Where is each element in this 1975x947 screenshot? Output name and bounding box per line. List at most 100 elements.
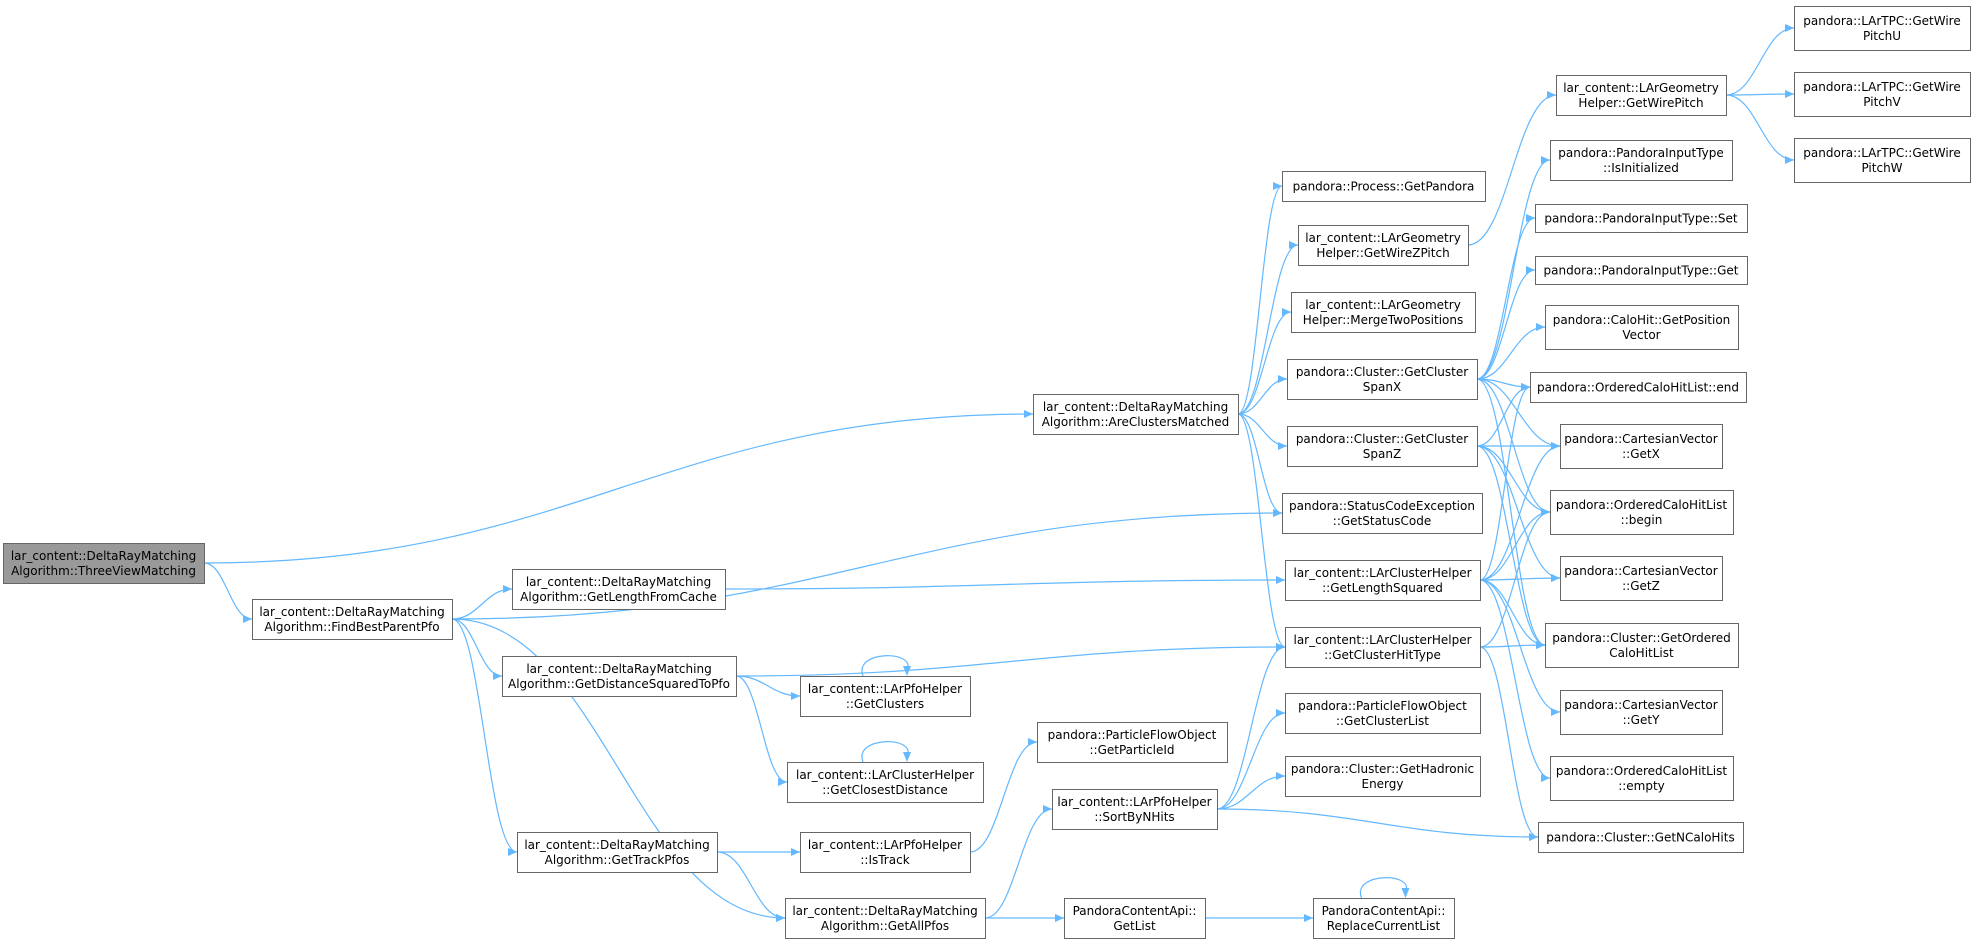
node-label: lar_content::DeltaRayMatching <box>526 662 711 676</box>
graph-node-lencache[interactable]: lar_content::DeltaRayMatchingAlgorithm::… <box>512 569 726 610</box>
call-edge <box>735 675 801 697</box>
graph-node-getpandora[interactable]: pandora::Process::GetPandora <box>1282 171 1486 202</box>
edge-arrowhead <box>1529 833 1538 841</box>
call-edge <box>1476 445 1551 513</box>
node-label: PitchV <box>1863 95 1901 109</box>
node-label: pandora::PandoraInputType <box>1558 146 1723 160</box>
node-box <box>1052 789 1218 830</box>
graph-node-ncalohits[interactable]: pandora::Cluster::GetNCaloHits <box>1538 822 1744 853</box>
edge-arrowhead <box>1551 442 1560 450</box>
node-box <box>1285 756 1481 797</box>
graph-node-inputget[interactable]: pandora::PandoraInputType::Get <box>1535 256 1748 285</box>
edge-arrowhead <box>1282 308 1291 316</box>
graph-node-getx[interactable]: pandora::CartesianVector::GetX <box>1560 424 1723 469</box>
node-label: PitchU <box>1863 29 1901 43</box>
edge-arrowhead <box>778 778 787 786</box>
edge-arrowhead <box>1043 805 1052 813</box>
call-edge <box>1479 579 1551 779</box>
node-box <box>1535 204 1748 233</box>
graph-node-getlist[interactable]: PandoraContentApi::GetList <box>1064 898 1206 939</box>
graph-node-getz[interactable]: pandora::CartesianVector::GetZ <box>1560 556 1723 601</box>
graph-node-allpfos[interactable]: lar_content::DeltaRayMatchingAlgorithm::… <box>785 898 986 939</box>
edge-arrowhead <box>1276 772 1285 780</box>
graph-node-wirezpitch[interactable]: lar_content::LArGeometryHelper::GetWireZ… <box>1298 225 1469 266</box>
call-edge <box>1479 644 1546 648</box>
graph-node-pfoclusters[interactable]: lar_content::LArPfoHelper::GetClusters <box>800 676 971 717</box>
call-edge <box>969 741 1038 853</box>
node-box <box>517 832 718 873</box>
graph-node-mergetwo[interactable]: lar_content::LArGeometryHelper::MergeTwo… <box>1291 292 1476 333</box>
node-label: Algorithm::GetAllPfos <box>821 919 949 933</box>
graph-node-particleid[interactable]: pandora::ParticleFlowObject::GetParticle… <box>1037 722 1228 763</box>
node-label: ::IsInitialized <box>1603 161 1679 175</box>
node-label: ::GetStatusCode <box>1333 514 1431 528</box>
node-label: PandoraContentApi:: <box>1322 904 1446 918</box>
graph-node-closest[interactable]: lar_content::LArClusterHelper::GetCloses… <box>787 762 984 803</box>
node-box <box>1285 560 1481 601</box>
node-box <box>1560 690 1723 735</box>
node-label: lar_content::DeltaRayMatching <box>524 838 709 852</box>
call-edge <box>1476 269 1536 380</box>
graph-node-ochend[interactable]: pandora::OrderedCaloHitList::end <box>1530 372 1747 403</box>
edge-arrowhead <box>1278 442 1287 450</box>
node-label: ::GetY <box>1623 713 1660 727</box>
edge-arrowhead <box>903 752 911 762</box>
graph-node-sortbyn[interactable]: lar_content::LArPfoHelper::SortByNHits <box>1052 789 1218 830</box>
graph-node-inputset[interactable]: pandora::PandoraInputType::Set <box>1535 204 1748 233</box>
edge-arrowhead <box>243 615 252 623</box>
graph-node-findbest[interactable]: lar_content::DeltaRayMatchingAlgorithm::… <box>252 599 453 640</box>
node-box <box>1794 72 1971 117</box>
graph-node-gety[interactable]: pandora::CartesianVector::GetY <box>1560 690 1723 735</box>
node-label: ::GetClusterHitType <box>1324 648 1441 662</box>
graph-node-statuscode[interactable]: pandora::StatusCodeException::GetStatusC… <box>1282 493 1483 534</box>
self-loop-edge <box>1359 877 1408 899</box>
node-label: ::GetLengthSquared <box>1322 581 1443 595</box>
graph-node-trackpfos[interactable]: lar_content::DeltaRayMatchingAlgorithm::… <box>517 832 718 873</box>
edge-arrowhead <box>1276 643 1285 651</box>
node-label: ReplaceCurrentList <box>1327 919 1441 933</box>
node-box <box>1287 359 1478 400</box>
edge-arrowhead <box>503 585 512 593</box>
graph-node-istrack[interactable]: lar_content::LArPfoHelper::IsTrack <box>800 832 971 873</box>
call-edge <box>1237 311 1292 415</box>
node-label: ::empty <box>1618 779 1665 793</box>
node-label: ::GetClusters <box>846 697 924 711</box>
node-box <box>1550 140 1733 181</box>
edge-arrowhead <box>493 672 502 680</box>
graph-node-threeview[interactable]: lar_content::DeltaRayMatchingAlgorithm::… <box>3 543 205 584</box>
graph-node-lensq[interactable]: lar_content::LArClusterHelper::GetLength… <box>1285 560 1481 601</box>
node-label: Algorithm::ThreeViewMatching <box>11 564 196 578</box>
node-label: lar_content::LArPfoHelper <box>808 838 962 852</box>
node-box <box>1545 305 1739 350</box>
graph-node-arematched[interactable]: lar_content::DeltaRayMatchingAlgorithm::… <box>1033 394 1239 435</box>
graph-node-hittype[interactable]: lar_content::LArClusterHelper::GetCluste… <box>1285 627 1481 668</box>
call-edge <box>203 413 1034 564</box>
node-label: Energy <box>1361 777 1403 791</box>
node-label: lar_content::LArGeometry <box>1305 298 1461 312</box>
node-label: pandora::OrderedCaloHitList <box>1556 498 1727 512</box>
graph-node-distsq[interactable]: lar_content::DeltaRayMatchingAlgorithm::… <box>502 656 737 697</box>
node-box <box>1285 627 1481 668</box>
graph-node-wirepitch[interactable]: lar_content::LArGeometryHelper::GetWireP… <box>1556 75 1727 116</box>
edge-arrowhead <box>508 848 517 856</box>
node-label: ::GetParticleId <box>1090 743 1175 757</box>
graph-node-replacelist[interactable]: PandoraContentApi::ReplaceCurrentList <box>1313 898 1455 939</box>
node-label: lar_content::DeltaRayMatching <box>526 575 711 589</box>
call-edge <box>1476 217 1536 380</box>
call-edge <box>1479 445 1561 581</box>
graph-node-ochbegin[interactable]: pandora::OrderedCaloHitList::begin <box>1550 490 1734 535</box>
node-label: ::GetX <box>1622 447 1660 461</box>
edge-arrowhead <box>1304 914 1313 922</box>
graph-node-ochempty[interactable]: pandora::OrderedCaloHitList::empty <box>1550 756 1734 801</box>
graph-node-isinit[interactable]: pandora::PandoraInputType::IsInitialized <box>1550 140 1733 181</box>
graph-node-pfoclusterlist[interactable]: pandora::ParticleFlowObject::GetClusterL… <box>1285 693 1481 734</box>
